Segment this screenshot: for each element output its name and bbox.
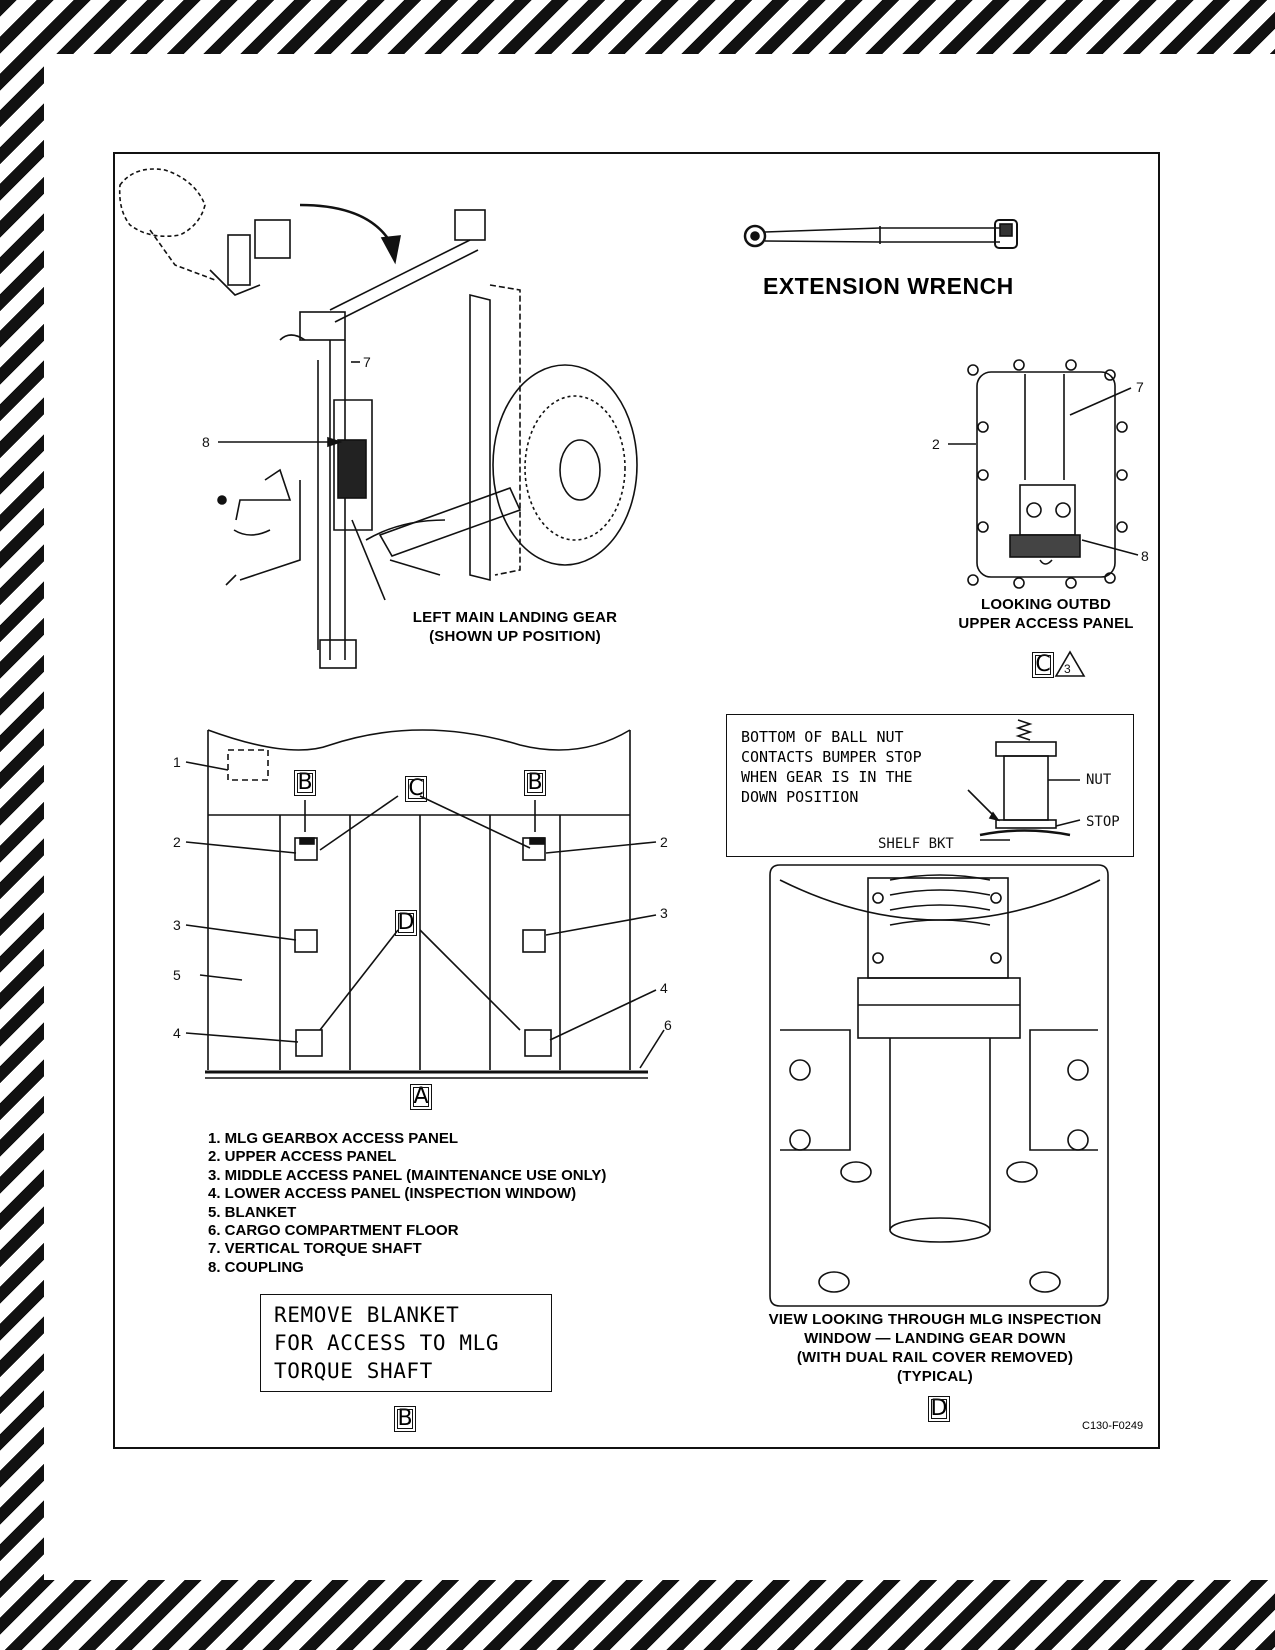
callout-4-viewa-right: 4 bbox=[660, 980, 668, 996]
callout-2-viewa-right: 2 bbox=[660, 834, 668, 850]
callout-numbers: 7 8 7 2 8 3 1 2 2 3 3 5 4 4 6 bbox=[173, 354, 1149, 1041]
legend-item: 5. BLANKET bbox=[208, 1203, 297, 1221]
callout-7-gear: 7 bbox=[363, 354, 371, 370]
stop-label: STOP bbox=[1086, 814, 1120, 830]
view-c-illustration bbox=[948, 359, 1139, 589]
legend-item: 3. MIDDLE ACCESS PANEL (MAINTENANCE USE … bbox=[208, 1166, 607, 1184]
view-a-box-b-right: B bbox=[524, 770, 546, 796]
landing-gear-caption: LEFT MAIN LANDING GEAR (SHOWN UP POSITIO… bbox=[412, 609, 618, 645]
view-b-note: REMOVE BLANKET FOR ACCESS TO MLG TORQUE … bbox=[260, 1294, 552, 1392]
view-b-label: B bbox=[394, 1406, 416, 1432]
view-c-label: C bbox=[1032, 652, 1054, 678]
extension-wrench-illustration bbox=[743, 219, 1018, 249]
landing-gear-illustration bbox=[118, 168, 638, 669]
callout-5-viewa: 5 bbox=[173, 967, 181, 983]
view-a-box-c: C bbox=[405, 776, 427, 802]
callout-2-viewc: 2 bbox=[932, 436, 940, 452]
legend-item: 8. COUPLING bbox=[208, 1258, 304, 1276]
view-d-caption: VIEW LOOKING THROUGH MLG INSPECTION WIND… bbox=[768, 1311, 1102, 1385]
view-d-label: D bbox=[928, 1396, 950, 1422]
callout-1-viewa: 1 bbox=[173, 754, 181, 770]
legend-item: 6. CARGO COMPARTMENT FLOOR bbox=[208, 1222, 459, 1240]
callout-3-viewa-left: 3 bbox=[173, 917, 181, 933]
callout-3-viewa-right: 3 bbox=[660, 905, 668, 921]
callout-6-viewa: 6 bbox=[664, 1017, 672, 1033]
legend-item: 2. UPPER ACCESS PANEL bbox=[208, 1148, 397, 1166]
view-a-box-b-left: B bbox=[294, 770, 316, 796]
view-d-note: BOTTOM OF BALL NUT CONTACTS BUMPER STOP … bbox=[726, 714, 1134, 857]
extension-wrench-title: EXTENSION WRENCH bbox=[763, 273, 1014, 299]
legend-list: 1. MLG GEARBOX ACCESS PANEL 2. UPPER ACC… bbox=[208, 1130, 606, 1277]
triangle-note-marker bbox=[1054, 650, 1086, 677]
legend-item: 4. LOWER ACCESS PANEL (INSPECTION WINDOW… bbox=[208, 1185, 577, 1203]
view-a-box-d: D bbox=[395, 910, 417, 936]
callout-8-viewc: 8 bbox=[1141, 548, 1149, 564]
callout-8-gear: 8 bbox=[202, 434, 210, 450]
view-a-illustration bbox=[185, 729, 665, 1079]
callout-2-viewa-left: 2 bbox=[173, 834, 181, 850]
nut-label: NUT bbox=[1086, 772, 1112, 788]
view-a-label: A bbox=[410, 1084, 432, 1110]
figure-id: C130-F0249 bbox=[1082, 1420, 1144, 1432]
view-d-detail-labels: NUT STOP SHELF BKT bbox=[878, 772, 1120, 852]
legend-item: 7. VERTICAL TORQUE SHAFT bbox=[208, 1240, 422, 1258]
diagram-frame bbox=[113, 152, 1160, 1449]
view-d-illustration bbox=[769, 719, 1109, 1307]
view-c-caption: LOOKING OUTBD UPPER ACCESS PANEL bbox=[958, 596, 1134, 632]
legend-item: 1. MLG GEARBOX ACCESS PANEL bbox=[208, 1130, 459, 1147]
shelf-bkt-label: SHELF BKT bbox=[878, 836, 954, 852]
callout-7-viewc: 7 bbox=[1136, 379, 1144, 395]
callout-4-viewa-left: 4 bbox=[173, 1025, 181, 1041]
triangle-note-number: 3 bbox=[1064, 662, 1071, 676]
